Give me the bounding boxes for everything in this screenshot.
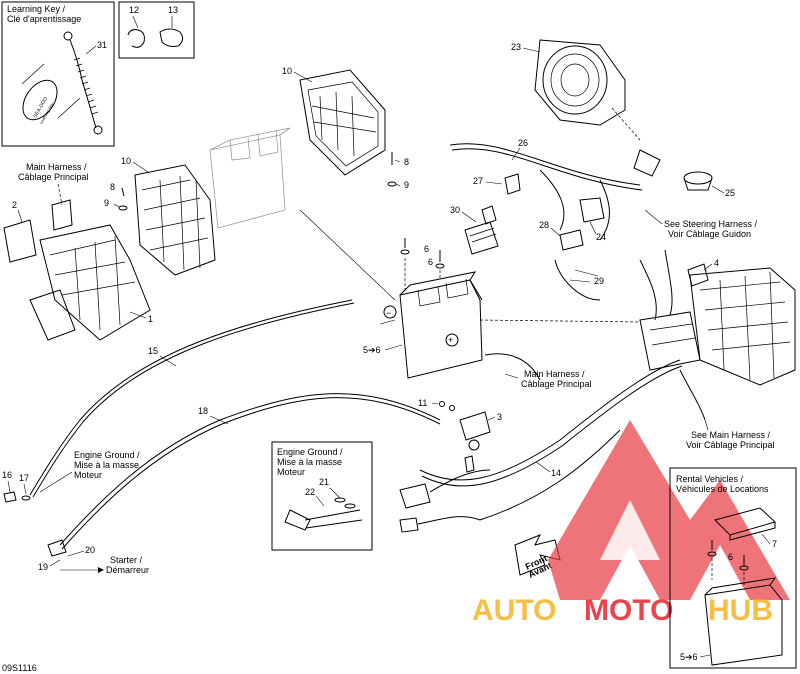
- watermark-text-hub: HUB: [708, 594, 773, 627]
- callout-30: 30: [450, 205, 460, 215]
- engine-ground-1-fr2: Moteur: [74, 470, 102, 480]
- gauge-cluster: 23: [511, 39, 641, 141]
- see-steering-label-fr: Voir Câblage Guidon: [668, 229, 751, 239]
- main-harness-label-1-en: Main Harness /: [26, 162, 87, 172]
- callout-7: 7: [772, 539, 777, 549]
- callout-10-lower: 10: [121, 156, 131, 166]
- battery-minus: −: [386, 308, 391, 318]
- watermark-text-auto: AUTO: [472, 594, 556, 627]
- callout-26: 26: [518, 138, 528, 148]
- callout-14: 14: [551, 468, 561, 478]
- rental-vehicles-inset: Rental Vehicles / Véhicules de Locations…: [669, 467, 797, 669]
- cables: 15 18 14: [29, 209, 683, 550]
- battery-ref-label: 5➔6: [363, 345, 381, 355]
- watermark-text-moto: MOTO: [584, 594, 673, 627]
- see-main-label-en: See Main Harness /: [691, 430, 771, 440]
- callout-31: 31: [97, 40, 107, 50]
- callout-29: 29: [594, 276, 604, 286]
- cap-25: 25: [683, 171, 735, 198]
- clip-12-icon: [127, 29, 145, 48]
- engine-ground-1-en: Engine Ground /: [74, 450, 140, 460]
- starter-label-fr: Démarreur: [106, 565, 149, 575]
- callout-3: 3: [497, 412, 502, 422]
- steering-harness: 26 24 27 30 28 29: [449, 138, 661, 301]
- watermark-logo: AUTO MOTO HUB: [472, 420, 790, 627]
- callout-28: 28: [539, 220, 549, 230]
- learning-key-title-fr: Clé d'aprentissage: [7, 14, 81, 24]
- callout-6-top: 6: [424, 244, 429, 254]
- callout-23: 23: [511, 42, 521, 52]
- main-harness-label-2-en: Main Harness /: [524, 369, 585, 379]
- callout-15: 15: [148, 346, 158, 356]
- callout-10-upper: 10: [282, 66, 292, 76]
- starter-relay: 3 11: [418, 398, 502, 451]
- callout-21: 21: [319, 477, 329, 487]
- callout-8-left: 8: [110, 182, 115, 192]
- engine-ground-left: Engine Ground / Mise à la masse Moteur 1…: [2, 450, 140, 503]
- starter-terminal: 20 19 Starter / Démarreur: [38, 539, 149, 575]
- rental-label-fr: Véhicules de Locations: [676, 484, 769, 494]
- left-bracket-assembly: Main Harness / Câblage Principal 2 1: [3, 162, 153, 341]
- see-main-label-fr: Voir Câblage Principal: [686, 440, 775, 450]
- callout-9-left: 9: [104, 198, 109, 208]
- callout-13: 13: [168, 5, 178, 15]
- starter-label-en: Starter /: [110, 555, 143, 565]
- engine-ground-2-en: Engine Ground /: [277, 447, 343, 457]
- callout-17: 17: [19, 473, 29, 483]
- engine-ground-2-fr2: Moteur: [277, 467, 305, 477]
- support-bracket-lower: 10: [121, 156, 216, 276]
- callout-9-right: 9: [404, 180, 409, 190]
- screws-left: 8 9: [104, 182, 128, 211]
- callout-11: 11: [418, 398, 427, 408]
- screws-right: 8 9: [387, 152, 409, 190]
- callout-25: 25: [725, 188, 735, 198]
- drawing-code: 09S1116: [2, 663, 37, 673]
- harness-connector-right: [639, 249, 706, 421]
- ecm-module: 4: [687, 258, 796, 386]
- battery-ghost: [209, 127, 291, 229]
- battery-ref-label-rental: 5➔6: [680, 652, 698, 662]
- callout-16: 16: [2, 470, 12, 480]
- callout-1: 1: [148, 314, 153, 324]
- engine-harness-center: [399, 455, 491, 533]
- callout-4: 4: [714, 258, 719, 268]
- see-steering-label-en: See Steering Harness /: [664, 219, 758, 229]
- clip-13-icon: [159, 28, 184, 47]
- learning-key-inset: Learning Key / Clé d'aprentissage SEA-DO…: [1, 1, 115, 147]
- callout-2: 2: [12, 200, 17, 210]
- main-harness-label-2-fr: Câblage Principal: [521, 379, 592, 389]
- callout-20: 20: [85, 545, 95, 555]
- engine-ground-1-fr: Mise à la masse: [74, 460, 139, 470]
- rental-label-en: Rental Vehicles /: [676, 474, 744, 484]
- engine-ground-inset: Engine Ground / Mise à la masse Moteur 2…: [271, 441, 373, 551]
- learning-key-title-en: Learning Key /: [7, 4, 66, 14]
- callout-22: 22: [305, 487, 315, 497]
- callout-8-right: 8: [404, 157, 409, 167]
- callout-24: 24: [596, 232, 606, 242]
- engine-ground-2-fr: Mise à la masse: [277, 457, 342, 467]
- callout-12: 12: [129, 5, 139, 15]
- clips-inset: 12 13: [118, 1, 195, 59]
- learning-key-icon: SEA-DOO Learning Key: [21, 31, 103, 135]
- callout-18: 18: [198, 406, 208, 416]
- callout-19: 19: [38, 562, 48, 572]
- support-bracket-upper: 10: [282, 66, 386, 176]
- battery: − + 5➔6 6 6: [363, 238, 483, 379]
- battery-plus: +: [448, 335, 453, 345]
- callout-27: 27: [473, 176, 483, 186]
- callout-6-top-b: 6: [428, 257, 433, 267]
- main-harness-label-1-fr: Câblage Principal: [18, 172, 89, 182]
- callout-6-rental: 6: [728, 552, 733, 562]
